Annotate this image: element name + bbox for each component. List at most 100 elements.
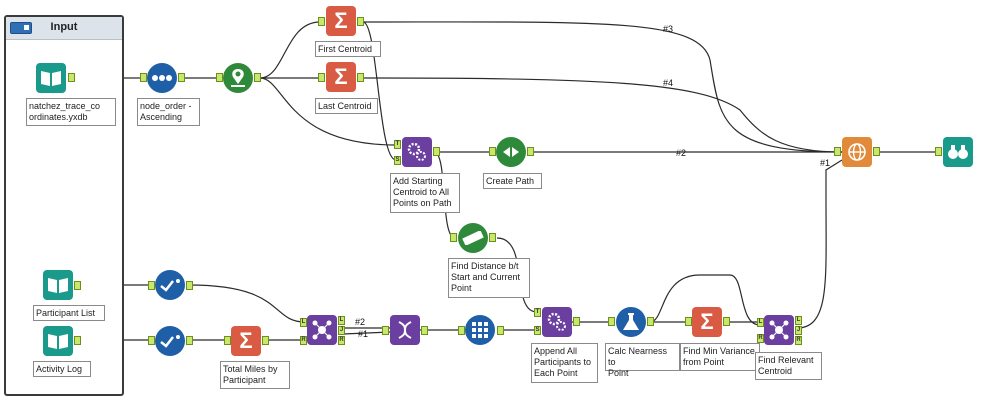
activity-log-label: Activity Log <box>33 361 91 377</box>
min-variance-label: Find Min Variance from Point <box>680 343 760 371</box>
right-anchor[interactable]: R <box>300 336 307 345</box>
flask-icon <box>616 307 646 337</box>
append-all-label: Append All Participants to Each Point <box>531 343 598 383</box>
output-anchor[interactable] <box>357 73 364 82</box>
binoculars-icon <box>943 137 973 167</box>
right-output-anchor[interactable]: R <box>795 336 802 345</box>
output-anchor[interactable] <box>489 233 496 242</box>
input-natchez-label: natchez_trace_co ordinates.yxdb <box>26 98 116 126</box>
output-anchor[interactable] <box>262 336 269 345</box>
connection-label: #3 <box>663 24 674 34</box>
join-icon <box>764 315 794 345</box>
append-start-label: Add Starting Centroid to All Points on P… <box>390 173 460 213</box>
book-icon <box>36 63 66 93</box>
grid-icon <box>465 315 495 345</box>
input-natchez-tool[interactable] <box>36 63 66 93</box>
join-icon <box>307 315 337 345</box>
right-anchor[interactable]: R <box>757 334 764 343</box>
right-output-anchor[interactable]: R <box>338 336 345 345</box>
output-anchor[interactable] <box>433 147 440 156</box>
first-centroid-label: First Centroid <box>315 41 381 57</box>
sigma-icon: Σ <box>334 64 348 89</box>
multi-input-anchor[interactable] <box>834 147 841 156</box>
check-icon <box>155 326 185 356</box>
sort-tool[interactable] <box>147 63 177 93</box>
input-anchor[interactable] <box>140 73 147 82</box>
input-anchor[interactable] <box>148 336 155 345</box>
spatial-point-tool[interactable] <box>223 63 253 93</box>
join-output-anchor[interactable]: J <box>795 326 802 335</box>
multi-input-anchor[interactable] <box>382 326 389 335</box>
dots-icon <box>147 63 177 93</box>
output-anchor[interactable] <box>178 73 185 82</box>
target-anchor[interactable]: T <box>394 140 401 149</box>
output-anchor[interactable] <box>647 317 654 326</box>
output-anchor[interactable] <box>723 317 730 326</box>
source-anchor[interactable]: S <box>534 326 541 335</box>
distance-tool[interactable] <box>458 223 488 253</box>
connection-label: #2 <box>676 148 687 158</box>
gears-icon <box>542 307 572 337</box>
select-participants-tool[interactable] <box>155 270 185 300</box>
append-all-tool[interactable] <box>542 307 572 337</box>
summarize-miles-tool[interactable]: Σ <box>231 326 261 356</box>
input-anchor[interactable] <box>935 147 942 156</box>
output-anchor[interactable] <box>74 281 81 290</box>
input-anchor[interactable] <box>224 336 231 345</box>
left-anchor[interactable]: L <box>757 318 764 327</box>
calc-nearness-tool[interactable] <box>616 307 646 337</box>
input-anchor[interactable] <box>216 73 223 82</box>
summarize-first-tool[interactable]: Σ <box>326 6 356 36</box>
input-participants-tool[interactable] <box>43 270 73 300</box>
summarize-min-variance-tool[interactable]: Σ <box>692 307 722 337</box>
input-anchor[interactable] <box>148 281 155 290</box>
join-relevant-tool[interactable] <box>764 315 794 345</box>
sort-label: node_order - Ascending <box>137 98 200 126</box>
input-anchor[interactable] <box>608 317 615 326</box>
output-anchor[interactable] <box>254 73 261 82</box>
append-start-tool[interactable] <box>402 137 432 167</box>
join-output-anchor[interactable]: J <box>338 326 345 335</box>
calc-nearness-label: Calc Nearness to Point <box>605 343 680 378</box>
container-header[interactable]: Input <box>6 17 122 40</box>
target-anchor[interactable]: T <box>534 308 541 317</box>
container-title: Input <box>50 21 78 33</box>
output-anchor[interactable] <box>497 326 504 335</box>
input-anchor[interactable] <box>458 326 465 335</box>
left-output-anchor[interactable]: L <box>795 316 802 325</box>
select-activity-tool[interactable] <box>155 326 185 356</box>
multirow-tool[interactable] <box>465 315 495 345</box>
input-anchor[interactable] <box>489 147 496 156</box>
input-anchor[interactable] <box>318 73 325 82</box>
container-collapse-icon[interactable] <box>10 22 32 34</box>
summarize-last-tool[interactable]: Σ <box>326 62 356 92</box>
generate-rows-tool[interactable] <box>390 315 420 345</box>
create-path-label: Create Path <box>483 173 542 189</box>
output-anchor[interactable] <box>873 147 880 156</box>
input-activity-tool[interactable] <box>43 326 73 356</box>
output-anchor[interactable] <box>74 336 81 345</box>
left-output-anchor[interactable]: L <box>338 316 345 325</box>
input-anchor[interactable] <box>318 17 325 26</box>
browse-tool[interactable] <box>943 137 973 167</box>
output-anchor[interactable] <box>527 147 534 156</box>
connection-label: #1 <box>820 158 831 168</box>
output-anchor[interactable] <box>421 326 428 335</box>
gears-icon <box>402 137 432 167</box>
connection-label: #4 <box>663 78 674 88</box>
join-participants-tool[interactable] <box>307 315 337 345</box>
output-anchor[interactable] <box>68 73 75 82</box>
source-anchor[interactable]: S <box>394 156 401 165</box>
input-anchor[interactable] <box>450 233 457 242</box>
input-anchor[interactable] <box>685 317 692 326</box>
output-anchor[interactable] <box>186 336 193 345</box>
create-path-tool[interactable] <box>496 137 526 167</box>
output-anchor[interactable] <box>186 281 193 290</box>
find-relevant-label: Find Relevant Centroid <box>755 352 822 380</box>
output-anchor[interactable] <box>357 17 364 26</box>
left-anchor[interactable]: L <box>300 318 307 327</box>
last-centroid-label: Last Centroid <box>315 98 378 114</box>
union-geo-tool[interactable] <box>842 137 872 167</box>
output-anchor[interactable] <box>573 317 580 326</box>
